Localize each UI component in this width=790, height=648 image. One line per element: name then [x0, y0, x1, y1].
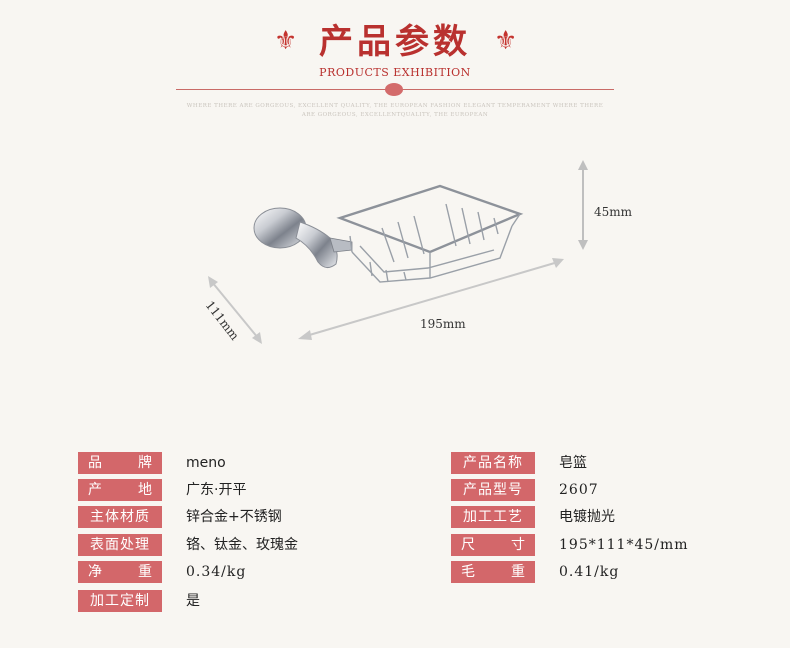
soap-basket-image [253, 184, 524, 283]
depth-dimension [208, 276, 262, 344]
spec-value: 皂篮 [559, 455, 587, 471]
spec-value: meno [186, 455, 226, 471]
width-label: 195mm [420, 317, 466, 331]
spec-key: 净重 [78, 561, 162, 583]
product-dimension-diagram: 45mm 195mm 111mm [203, 160, 633, 344]
spec-value: 2607 [559, 482, 599, 498]
slogan-line-2: ARE GORGEOUS, EXCELLENTQUALITY, THE EURO… [301, 112, 489, 118]
spec-key: 加工定制 [78, 590, 162, 612]
rose-ornament-icon [385, 83, 403, 96]
spec-value: 电镀抛光 [559, 509, 615, 525]
spec-key: 加工工艺 [451, 506, 535, 528]
spec-key: 产品名称 [451, 452, 535, 474]
spec-key: 产品型号 [451, 479, 535, 501]
spec-value: 铬、钛金、玫瑰金 [186, 537, 298, 553]
spec-key: 尺寸 [451, 534, 535, 556]
spec-value: 0.34/kg [186, 564, 247, 580]
depth-label: 111mm [203, 298, 243, 343]
spec-key: 毛重 [451, 561, 535, 583]
page-subtitle: PRODUCTS EXHIBITION [319, 66, 471, 79]
spec-value: 广东·开平 [186, 482, 247, 498]
spec-value: 195*111*45/mm [559, 537, 689, 553]
height-dimension [578, 160, 588, 250]
spec-key: 主体材质 [78, 506, 162, 528]
page-title: 产品参数 [319, 22, 471, 62]
width-dimension [298, 258, 564, 340]
spec-key: 产地 [78, 479, 162, 501]
fleur-de-lis-icon: ⚜ [274, 26, 298, 56]
spec-key: 品牌 [78, 452, 162, 474]
spec-value: 锌合金+不锈钢 [186, 509, 282, 525]
fleur-de-lis-icon: ⚜ [494, 26, 518, 56]
spec-value: 0.41/kg [559, 564, 620, 580]
spec-value: 是 [186, 593, 200, 609]
header: ⚜ 产品参数 ⚜ PRODUCTS EXHIBITION WHERE THERE… [0, 0, 790, 130]
height-label: 45mm [594, 205, 633, 219]
spec-key: 表面处理 [78, 534, 162, 556]
slogan-line-1: WHERE THERE ARE GORGEOUS, EXCELLENT QUAL… [186, 103, 604, 109]
